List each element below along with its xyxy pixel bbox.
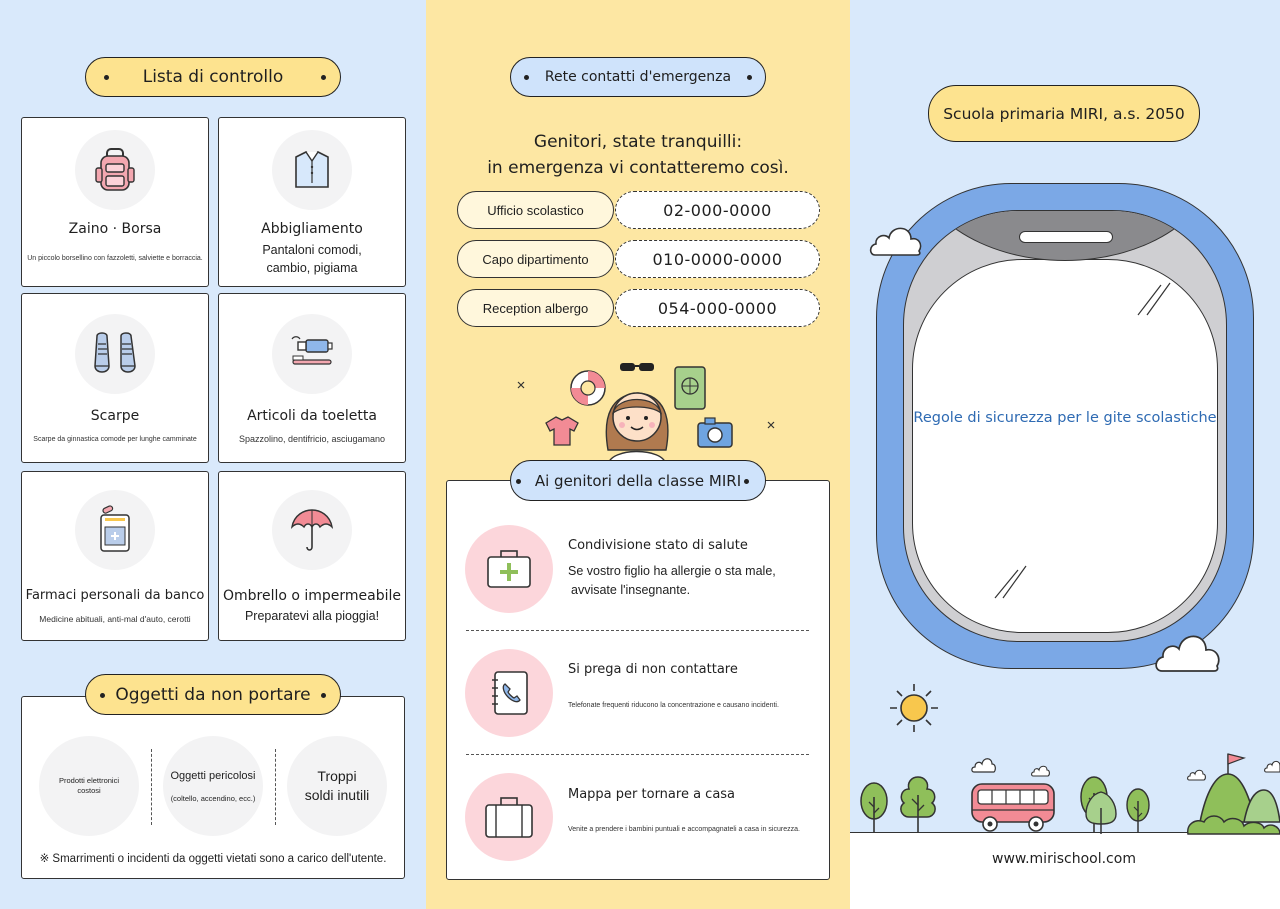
cloud-icon <box>1264 760 1280 773</box>
no-bring-title: Oggetti da non portare <box>115 684 311 705</box>
headline-line-1: Genitori, state tranquilli: <box>533 132 743 152</box>
ground <box>850 833 1280 909</box>
shirt-icon <box>272 130 352 210</box>
notice-desc: Se vostro figlio ha allergie o sta male, <box>568 564 776 578</box>
card-desc: Preparatevi alla pioggia! <box>244 609 380 623</box>
tree-icon <box>900 776 936 833</box>
separator <box>466 630 809 631</box>
no-bring-box: Prodotti elettronici costosi Oggetti per… <box>21 696 405 879</box>
no-bring-item-title: Prodotti elettronici costosi <box>58 776 120 795</box>
cloud-icon <box>1031 765 1050 777</box>
contact-number[interactable]: 054-000-0000 <box>615 289 820 327</box>
backpack-icon <box>75 130 155 210</box>
card-title: Farmaci personali da banco <box>25 588 205 603</box>
contact-row: Ufficio scolastico 02-000-0000 <box>457 191 820 229</box>
separator <box>466 754 809 755</box>
no-bring-note: ※ Smarrimenti o incidenti da oggetti vie… <box>39 853 387 865</box>
cloud-icon <box>1155 635 1220 672</box>
checklist-title-pill: Lista di controllo <box>85 57 341 97</box>
card-title: Ombrello o impermeabile <box>222 588 402 604</box>
divider <box>275 749 276 825</box>
toothbrush-icon <box>272 314 352 394</box>
no-bring-title-pill: Oggetti da non portare <box>85 674 341 715</box>
first-aid-kit-icon <box>465 525 553 613</box>
phone-book-icon <box>465 649 553 737</box>
notice-title: Mappa per tornare a casa <box>568 787 736 802</box>
cover-title: Regole di sicurezza per le gite scolasti… <box>913 410 1217 426</box>
headline-line-2: in emergenza vi contatteremo così. <box>487 158 789 178</box>
glass-glare <box>994 565 1027 599</box>
checklist-title: Lista di controllo <box>142 67 284 87</box>
umbrella-icon <box>272 490 352 570</box>
contacts-headline: Genitori, state tranquilli: in emergenza… <box>426 129 850 181</box>
no-bring-item: Troppi soldi inutili <box>287 736 387 836</box>
medicine-icon <box>75 490 155 570</box>
divider <box>151 749 152 825</box>
shoes-icon <box>75 314 155 394</box>
notice-desc: Telefonate frequenti riducono la concent… <box>568 702 779 709</box>
tree-icon <box>1085 791 1117 834</box>
sun-icon <box>890 684 938 732</box>
contact-number[interactable]: 010-0000-0000 <box>615 240 820 278</box>
bus-icon <box>971 783 1055 832</box>
mountain-icon <box>1187 753 1280 835</box>
card-title: Abbigliamento <box>261 221 363 237</box>
parents-title-pill: Ai genitori della classe MIRI <box>510 460 766 501</box>
school-pill: Scuola primaria MIRI, a.s. 2050 <box>928 85 1200 142</box>
no-bring-item: Oggetti pericolosi (coltello, accendino,… <box>163 736 263 836</box>
child-travel-illustration <box>517 363 775 465</box>
contacts-title-pill: Rete contatti d'emergenza <box>510 57 766 97</box>
no-bring-item-title: Troppi soldi inutili <box>304 768 370 803</box>
cloud-icon <box>1187 769 1206 781</box>
ground-line <box>850 832 1280 833</box>
card-title: Articoli da toeletta <box>247 408 377 424</box>
cloud-icon <box>869 227 922 256</box>
notice-desc: avvisate l'insegnante. <box>571 583 691 597</box>
no-bring-item: Prodotti elettronici costosi <box>39 736 139 836</box>
website[interactable]: www.mirischool.com <box>992 851 1136 867</box>
checklist-card-shoes: Scarpe Scarpe da ginnastica comode per l… <box>21 293 209 463</box>
school-name: Scuola primaria MIRI, a.s. 2050 <box>943 104 1185 123</box>
card-desc: Scarpe da ginnastica comode per lunghe c… <box>33 436 197 443</box>
card-desc: Spazzolino, dentifricio, asciugamano <box>238 434 386 444</box>
tree-icon <box>1126 788 1150 833</box>
suitcase-icon <box>465 773 553 861</box>
parents-title: Ai genitori della classe MIRI <box>534 471 742 490</box>
checklist-card-backpack: Zaino · Borsa Un piccolo borsellino con … <box>21 117 209 287</box>
card-desc: Pantaloni comodi, cambio, pigiama <box>262 243 362 275</box>
checklist-panel: Lista di controllo Zaino · Borsa Un picc… <box>0 0 426 909</box>
card-title: Scarpe <box>90 408 140 424</box>
contact-row: Reception albergo 054-000-0000 <box>457 289 820 327</box>
checklist-card-toiletries: Articoli da toeletta Spazzolino, dentifr… <box>218 293 406 463</box>
contact-label: Capo dipartimento <box>457 240 614 278</box>
contact-label: Ufficio scolastico <box>457 191 614 229</box>
shade-handle[interactable] <box>1019 231 1113 243</box>
glass-glare <box>1137 282 1171 316</box>
no-bring-item-title: Oggetti pericolosi <box>170 769 256 782</box>
contacts-title: Rete contatti d'emergenza <box>544 69 732 85</box>
checklist-card-umbrella: Ombrello o impermeabile Preparatevi alla… <box>218 471 406 641</box>
tree-icon <box>860 782 888 833</box>
no-bring-item-sub: (coltello, accendino, ecc.) <box>170 793 256 803</box>
checklist-card-medicine: Farmaci personali da banco Medicine abit… <box>21 471 209 641</box>
contact-row: Capo dipartimento 010-0000-0000 <box>457 240 820 278</box>
card-desc: Medicine abituali, anti-mal d'auto, cero… <box>39 614 191 624</box>
card-title: Zaino · Borsa <box>68 221 162 237</box>
cloud-icon <box>971 758 996 773</box>
airplane-window-inner <box>903 210 1227 642</box>
notice-title: Condivisione stato di salute <box>568 538 748 553</box>
contact-number[interactable]: 02-000-0000 <box>615 191 820 229</box>
checklist-card-clothes: Abbigliamento Pantaloni comodi, cambio, … <box>218 117 406 287</box>
contact-label: Reception albergo <box>457 289 614 327</box>
window-glass <box>912 259 1218 633</box>
notice-title: Si prega di non contattare <box>568 662 738 677</box>
notice-desc: Venite a prendere i bambini puntuali e a… <box>568 826 800 833</box>
card-desc: Un piccolo borsellino con fazzoletti, sa… <box>27 255 203 262</box>
